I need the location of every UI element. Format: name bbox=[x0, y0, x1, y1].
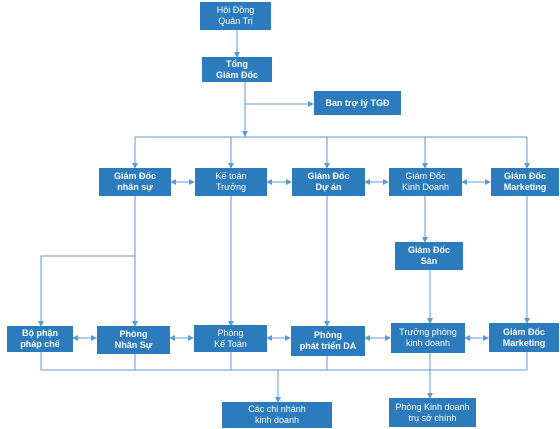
hr-director-line2: nhân sự bbox=[117, 182, 153, 192]
hr-dept-line2: Nhân Sự bbox=[114, 340, 153, 350]
marketing-director-line1: Giám Đốc bbox=[503, 171, 546, 181]
board-line2: Quản Trị bbox=[218, 16, 253, 26]
branches-line2: kinh doanh bbox=[254, 415, 300, 425]
assistant-box: Ban trợ lý TGĐ bbox=[314, 91, 401, 115]
legal-dept-line2: pháp chế bbox=[20, 339, 60, 349]
hr-dept-line1: Phòng bbox=[119, 329, 148, 339]
hq-business-line1: Phòng Kinh doanh bbox=[395, 401, 470, 412]
ceo-line1: Tổng bbox=[225, 58, 248, 69]
marketing-director-2-line2: Marketing bbox=[502, 337, 546, 348]
marketing-director-2-line1: Giám Đốc bbox=[502, 326, 545, 337]
legal-dept-line1: Bộ phận bbox=[21, 328, 58, 338]
chief-accountant-line2: Trưởng bbox=[215, 182, 247, 192]
project-dev-dept-line1: Phòng bbox=[313, 330, 342, 340]
assistant-line1: Ban trợ lý TGĐ bbox=[325, 97, 390, 108]
hr-director-line1: Giám Đốc bbox=[113, 171, 156, 181]
accounting-dept-line2: Kế Toán bbox=[214, 338, 247, 349]
project-director-line1: Giám Đốc bbox=[307, 171, 350, 181]
project-director-line2: Dự án bbox=[315, 182, 342, 192]
business-director-line2: Kinh Doanh bbox=[401, 182, 450, 192]
business-head-line1: Trưởng phòng bbox=[399, 327, 457, 337]
branches-line1: Các chi nhánh bbox=[248, 404, 306, 414]
ceo-line2: Giám Đốc bbox=[215, 69, 258, 80]
hq-business-line2: trụ sở chính bbox=[408, 412, 457, 423]
accounting-dept-line1: Phòng bbox=[217, 327, 244, 338]
business-head-line2: kinh doanh bbox=[405, 338, 451, 348]
floor-director-line2: Sàn bbox=[420, 256, 438, 266]
board-line1: Hội Đồng bbox=[216, 5, 255, 15]
chief-accountant-line1: Kế toán bbox=[215, 171, 247, 181]
business-director-line1: Giám Đốc bbox=[405, 171, 446, 181]
floor-director-line1: Giám Đốc bbox=[407, 245, 450, 255]
marketing-director-line2: Marketing bbox=[503, 182, 547, 192]
project-dev-dept-line2: phát triển DA bbox=[299, 341, 357, 351]
